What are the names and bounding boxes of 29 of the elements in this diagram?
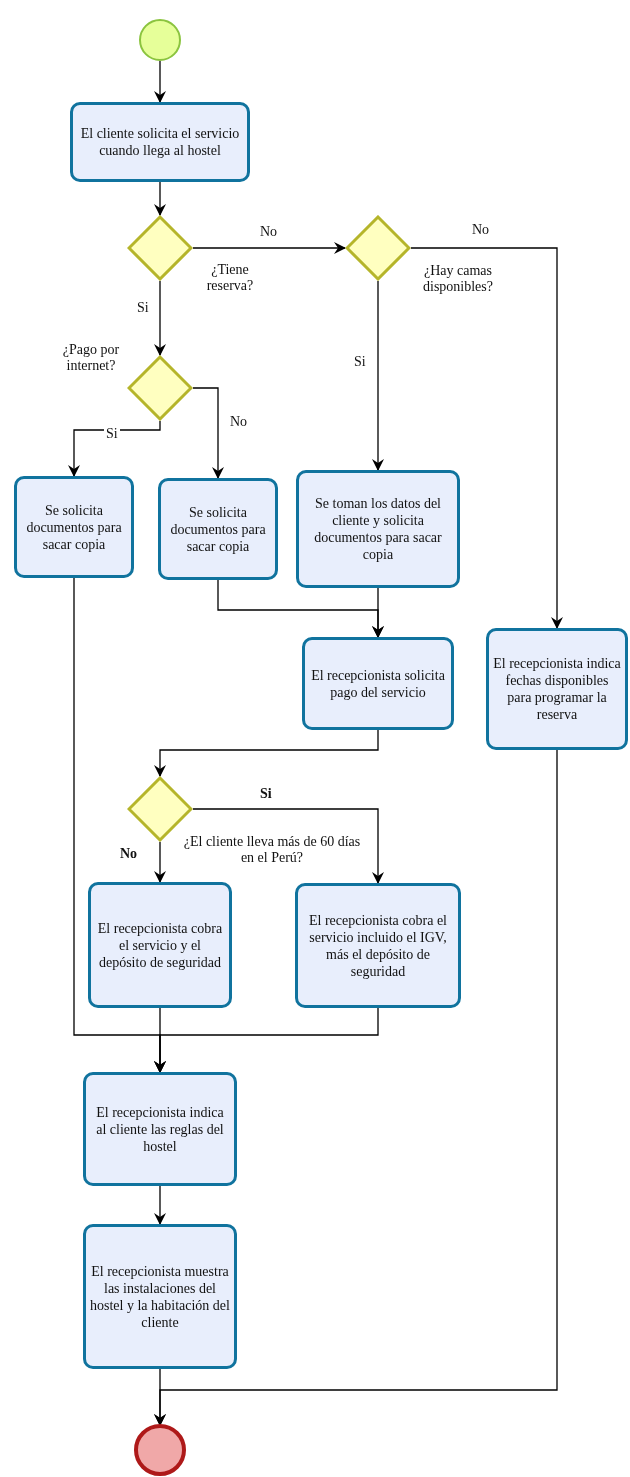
arrow bbox=[372, 280, 384, 471]
arrow bbox=[372, 587, 384, 638]
arrow bbox=[154, 1007, 379, 1073]
process-box: Se solicita documentos para sacar copia bbox=[14, 476, 134, 578]
decision-question: ¿Hay camas disponibles? bbox=[422, 263, 494, 295]
process-box: El recepcionista indica fechas disponibles para programar la reserva bbox=[486, 628, 628, 750]
arrow bbox=[192, 808, 384, 884]
process-box: El recepcionista muestra las instalaciones del hostel y la habitación del cliente bbox=[83, 1224, 237, 1369]
decision-question: ¿Tiene reserva? bbox=[205, 262, 255, 294]
process-box: El recepcionista cobra el servicio incluido el IGV, más el depósito de seguridad bbox=[295, 883, 461, 1008]
arrow bbox=[68, 420, 161, 477]
process-box: El recepcionista solicita pago del servicio bbox=[302, 637, 454, 730]
decision-question: ¿El cliente lleva más de 60 días en el Perú? bbox=[182, 834, 362, 866]
decision-question: ¿Pago por internet? bbox=[61, 342, 121, 374]
process-box: El recepcionista indica al cliente las reglas del hostel bbox=[83, 1072, 237, 1186]
arrow bbox=[154, 749, 558, 1426]
arrow bbox=[154, 60, 166, 103]
arrow bbox=[154, 280, 166, 356]
process-box: El cliente solicita el servicio cuando llega al hostel bbox=[70, 102, 250, 182]
arrow bbox=[192, 242, 346, 254]
arrow bbox=[154, 181, 166, 216]
process-box: El recepcionista cobra el servicio y el depósito de seguridad bbox=[88, 882, 232, 1008]
arrow bbox=[154, 729, 379, 777]
arrow bbox=[410, 247, 563, 629]
process-box: Se solicita documentos para sacar copia bbox=[158, 478, 278, 580]
arrow bbox=[154, 841, 166, 883]
arrow bbox=[192, 387, 224, 479]
arrow bbox=[154, 1185, 166, 1225]
process-box: Se toman los datos del cliente y solicita documentos para sacar copia bbox=[296, 470, 460, 588]
